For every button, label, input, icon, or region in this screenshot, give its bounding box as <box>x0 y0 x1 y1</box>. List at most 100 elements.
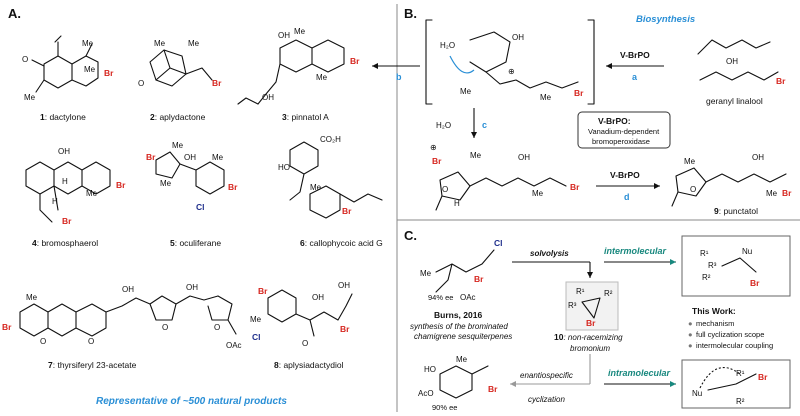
vbrpo-box-title: V-BrPO: <box>598 116 631 126</box>
atom-br: Br <box>586 318 596 328</box>
atom-plus: ⊕ <box>430 143 437 152</box>
structure-aplysiadactydiol: Br Me Cl OH OH Br O <box>250 281 353 348</box>
atom-br: Br <box>212 78 222 88</box>
atom-o: O <box>22 55 28 64</box>
structure-dactylone: O Me Me Me Br <box>22 35 114 102</box>
this-work-bullet: ● <box>688 341 693 350</box>
this-work-title: This Work: <box>692 306 736 316</box>
atom-h: H <box>62 177 68 186</box>
arrowhead <box>471 132 477 138</box>
atom-br: Br <box>776 76 786 86</box>
ee-bottom: 90% ee <box>432 403 457 412</box>
atom-oh: OH <box>58 147 70 156</box>
label-thyrsiferyl: 7: thyrsiferyl 23-acetate <box>48 360 137 370</box>
enantio-label: enantiospecific <box>520 371 573 380</box>
atom-br: Br <box>340 324 350 334</box>
atom-br: Br <box>570 182 580 192</box>
structure-burns-substrate: Cl Br Me OAc <box>420 238 503 302</box>
atom-o: O <box>138 79 144 88</box>
atom-o: O <box>442 185 448 194</box>
atom-me: Me <box>160 179 172 188</box>
panel-b-letter: B. <box>404 6 417 21</box>
step-a: a <box>632 72 638 82</box>
structure-bromonium-intermediate: ⊕ Br Me O H OH Me Br <box>430 143 580 211</box>
burns-sub1: synthesis of the brominated <box>410 322 508 331</box>
atom-co2h: CO₂H <box>320 135 341 144</box>
step-b: b <box>396 72 402 82</box>
this-work-item: intermolecular coupling <box>696 341 773 350</box>
atom-oac: OAc <box>226 341 242 350</box>
atom-oh: OH <box>278 31 290 40</box>
atom-cl: Cl <box>494 238 503 248</box>
structure-punctatol: Me O OH Me Br <box>671 153 792 207</box>
reagent-a: V-BrPO <box>620 50 650 60</box>
atom-me: Me <box>212 153 224 162</box>
atom-me: Me <box>172 141 184 150</box>
atom-ho: HO <box>278 163 290 172</box>
atom-oh: OH <box>186 283 198 292</box>
atom-o: O <box>302 339 308 348</box>
structure-intermolecular-product: R¹ Nu R² R³ Br <box>700 247 760 288</box>
label-dactylone: 1: dactylone <box>40 112 86 122</box>
panel-a-footer: Representative of ~500 natural products <box>96 396 287 407</box>
atom-me: Me <box>84 65 96 74</box>
atom-r2: R² <box>736 397 745 406</box>
atom-me: Me <box>470 151 482 160</box>
atom-br: Br <box>432 156 442 166</box>
atom-r1: R¹ <box>736 369 745 378</box>
arrowhead <box>606 63 612 69</box>
this-work-item: full cyclization scope <box>696 330 764 339</box>
atom-me: Me <box>82 39 94 48</box>
atom-br: Br <box>2 322 12 332</box>
structure-bromonium: R¹ R² R³ Br <box>568 287 613 328</box>
atom-br: Br <box>228 182 238 192</box>
step-c: c <box>482 120 487 130</box>
structure-intramolecular-product: Nu R¹ R² Br <box>692 366 768 406</box>
panel-a-letter: A. <box>8 6 21 21</box>
atom-br: Br <box>116 180 126 190</box>
atom-water: H₂O <box>436 121 451 130</box>
structure-cyclized-product: HO AcO Me Br <box>418 355 498 399</box>
intermolecular-product-box <box>681 235 791 297</box>
atom-br: Br <box>62 216 72 226</box>
structure-bromosphaerol: OH H Me H Br Br <box>25 147 126 226</box>
atom-o: O <box>162 323 168 332</box>
atom-r3: R³ <box>568 301 577 310</box>
atom-oh: OH <box>338 281 350 290</box>
atom-oac: OAc <box>460 293 476 302</box>
label-bromosphaerol: 4: bromosphaerol <box>32 238 98 248</box>
atom-h: H <box>52 197 58 206</box>
atom-me: Me <box>456 355 468 364</box>
atom-ho: HO <box>424 365 436 374</box>
atom-br: Br <box>258 286 268 296</box>
atom-r1: R¹ <box>576 287 585 296</box>
atom-oh: OH <box>518 153 530 162</box>
arrowhead <box>510 381 516 387</box>
atom-br: Br <box>574 88 584 98</box>
vbrpo-box-line2: bromoperoxidase <box>592 137 650 146</box>
structure-geranyl-linalool: OH Br <box>697 39 786 86</box>
this-work-item: mechanism <box>696 319 734 328</box>
atom-me: Me <box>26 293 38 302</box>
atom-me: Me <box>460 87 472 96</box>
structure-pinnatol-a: OH Me Me OH Br <box>237 27 360 105</box>
atom-r3: R³ <box>708 261 717 270</box>
atom-water: H₂O <box>440 41 455 50</box>
atom-br: Br <box>342 206 352 216</box>
label-aplydactone: 2: aplydactone <box>150 112 206 122</box>
atom-br: Br <box>146 152 156 162</box>
atom-me: Me <box>294 27 306 36</box>
label-aplysiadactydiol: 8: aplysiadactydiol <box>274 360 344 370</box>
atom-me: Me <box>684 157 696 166</box>
solvolysis-label: solvolysis <box>530 249 569 258</box>
atom-me: Me <box>310 183 322 192</box>
atom-me: Me <box>420 269 432 278</box>
atom-o: O <box>88 337 94 346</box>
atom-cl: Cl <box>252 332 261 342</box>
atom-o: O <box>40 337 46 346</box>
this-work-bullet: ● <box>688 319 693 328</box>
structure-thyrsiferyl-23-acetate: Me Br O O OH O OH O OAc <box>2 283 242 350</box>
label-bromonium: 10: non-racemizing <box>554 332 623 342</box>
atom-br: Br <box>104 68 114 78</box>
